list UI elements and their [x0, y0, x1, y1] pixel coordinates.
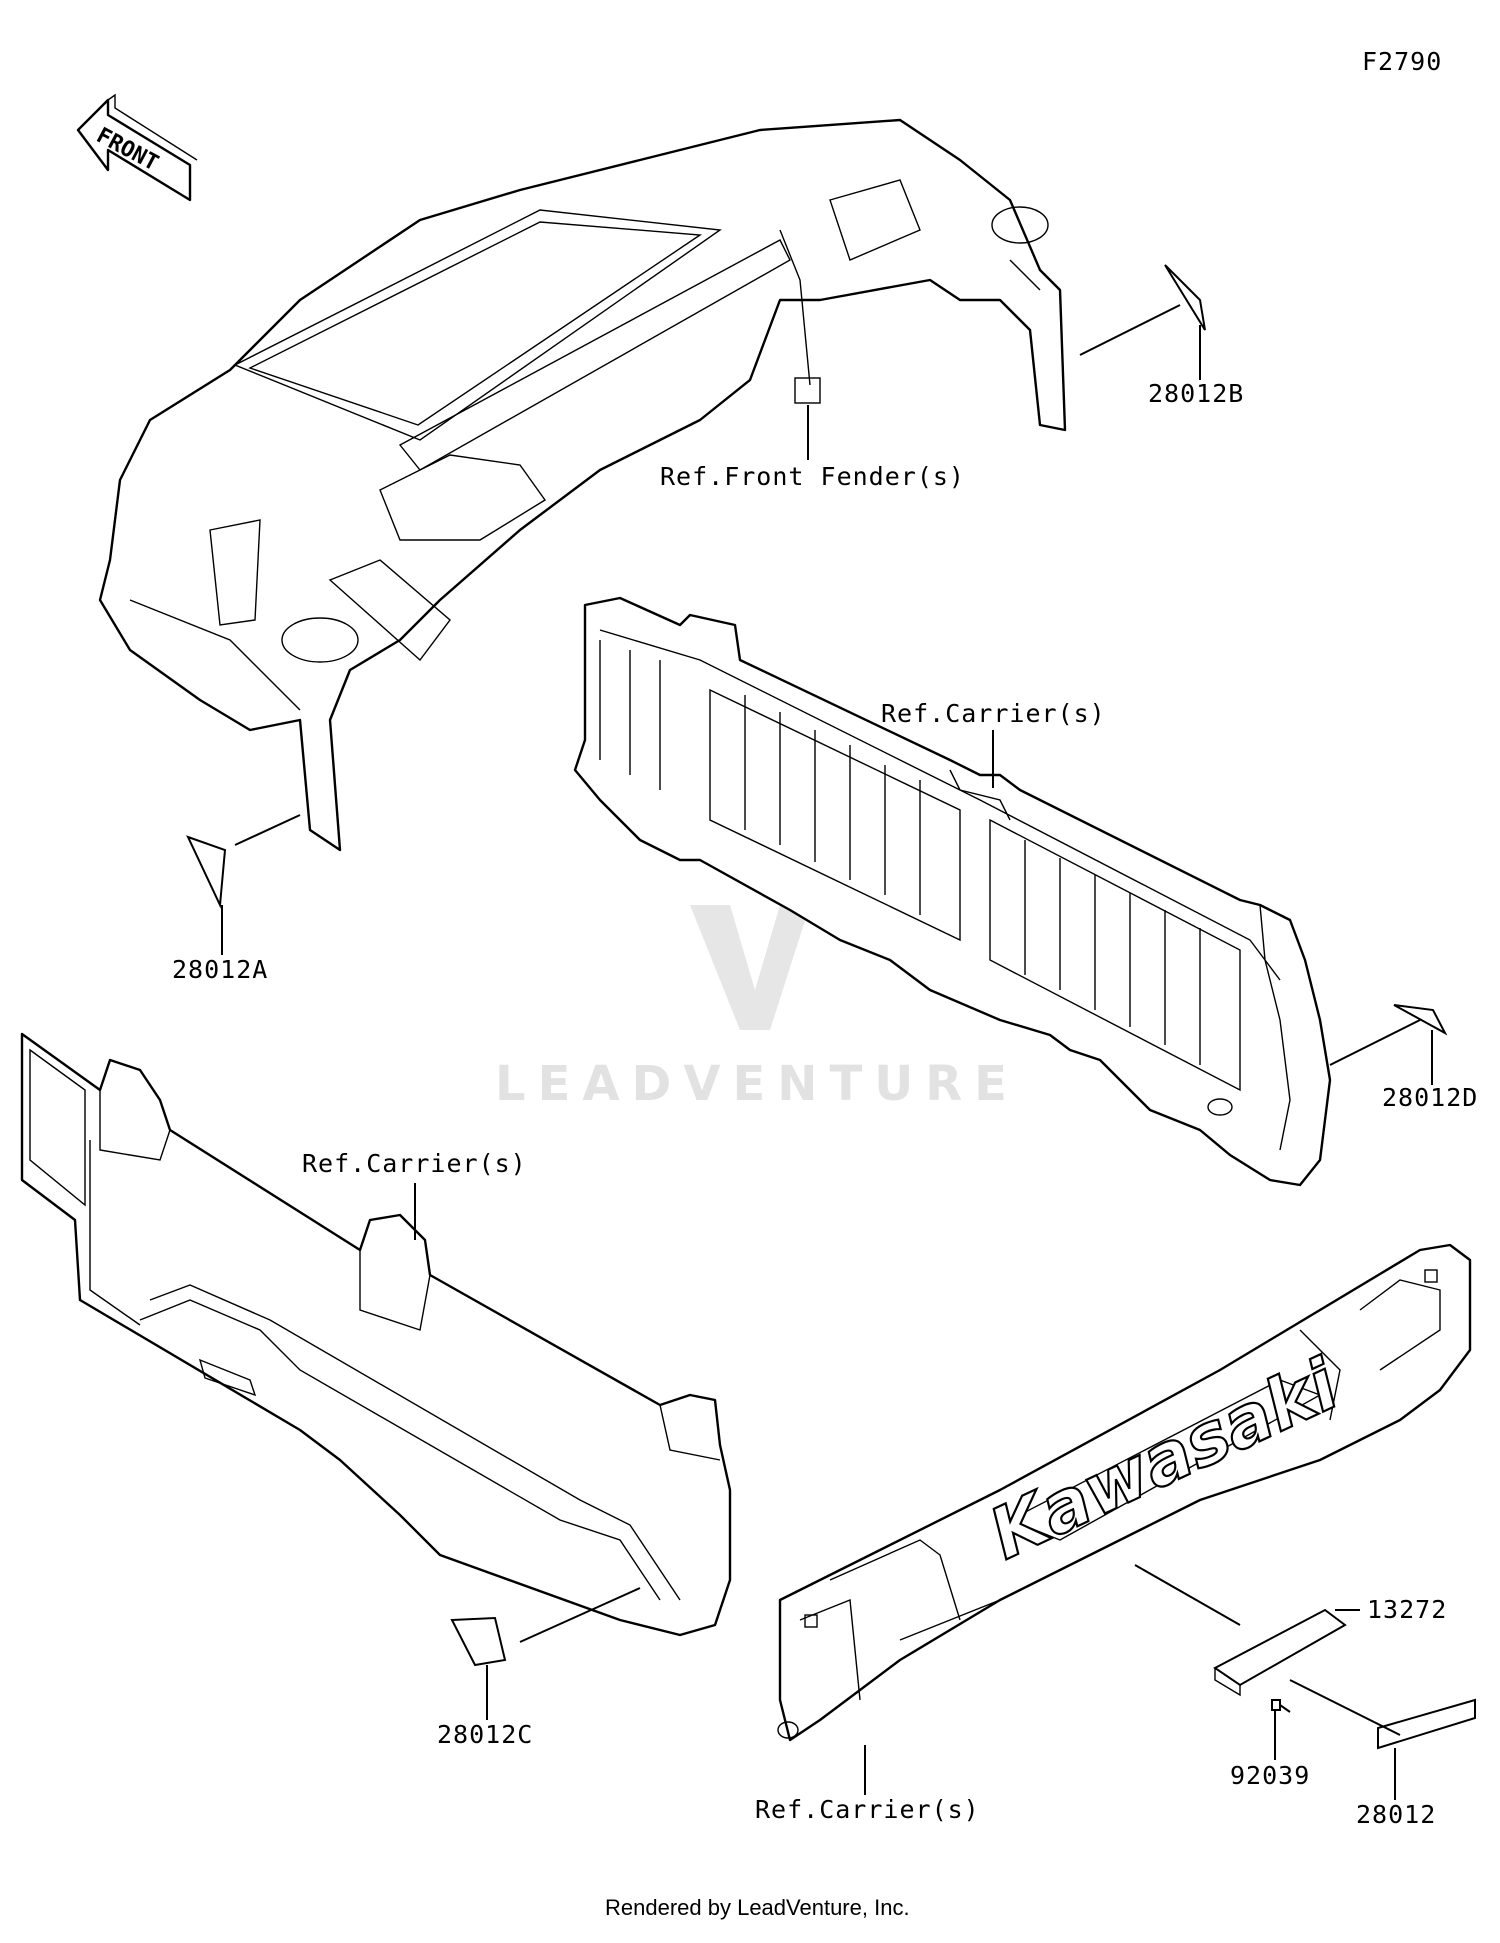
callout-28012A: 28012A: [172, 955, 268, 984]
carrier-part-left: [20, 1032, 732, 1637]
callout-carrier-bottom: Ref.Carrier(s): [755, 1795, 980, 1824]
footer-text: Rendered by LeadVenture, Inc.: [605, 1895, 910, 1920]
decal-28012A: [186, 835, 227, 909]
callout-28012: 28012: [1356, 1800, 1436, 1829]
bracket-13272: [1213, 1608, 1347, 1697]
carrier-part-mid: [573, 596, 1332, 1187]
decal-28012C: [450, 1616, 507, 1667]
callout-28012B: 28012B: [1148, 379, 1244, 408]
decal-28012D: [1393, 1004, 1448, 1036]
decal-28012: [1377, 1698, 1476, 1750]
figure-id: F2790: [1362, 47, 1442, 76]
callout-28012C: 28012C: [437, 1720, 533, 1749]
callout-92039: 92039: [1230, 1761, 1310, 1790]
callout-13272: 13272: [1367, 1595, 1447, 1624]
callout-front-fender: Ref.Front Fender(s): [660, 462, 965, 491]
watermark-text: LEADVENTURE: [495, 1056, 1019, 1112]
callout-28012D: 28012D: [1382, 1083, 1478, 1112]
decal-28012B: [1164, 264, 1206, 331]
callout-carrier-left: Ref.Carrier(s): [302, 1149, 527, 1178]
carrier-part-kawasaki: [777, 1243, 1472, 1742]
front-arrow-icon: FRONT: [76, 93, 198, 202]
callout-carrier-mid: Ref.Carrier(s): [881, 699, 1106, 728]
front-fender-part: [98, 118, 1067, 852]
